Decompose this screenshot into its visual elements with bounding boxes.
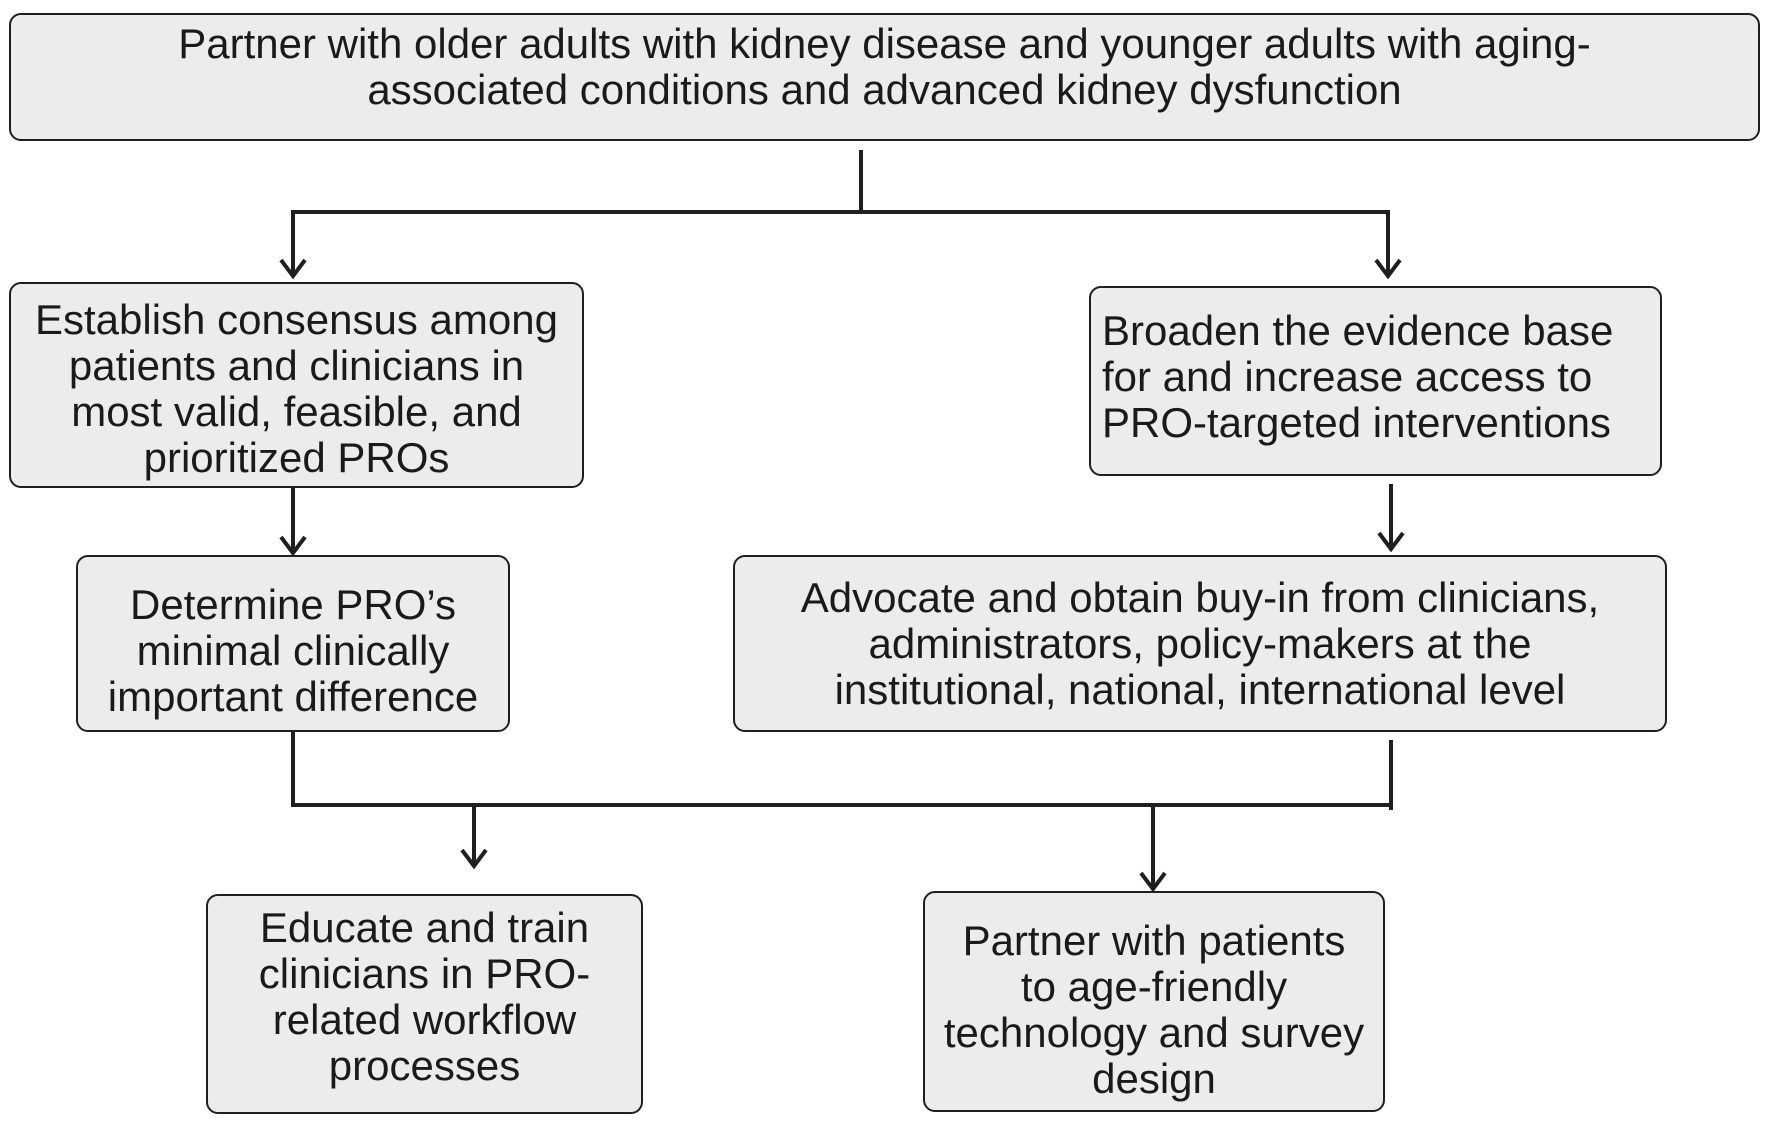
arrow-to-determine-head bbox=[279, 535, 307, 557]
educate-train-box: Educate and train clinicians in PRO- rel… bbox=[206, 894, 643, 1114]
box-text-line: Partner with older adults with kidney di… bbox=[178, 20, 1591, 67]
box-text-line: clinicians in PRO- bbox=[258, 950, 591, 997]
box-text-line: Broaden the evidence base bbox=[1102, 307, 1614, 354]
advocate-buy-in-box: Advocate and obtain buy-in from clinicia… bbox=[733, 555, 1667, 732]
box-text-line: Advocate and obtain buy-in from clinicia… bbox=[800, 573, 1600, 621]
box-text-line: related workflow bbox=[272, 996, 577, 1043]
arrow-to-broaden-head bbox=[1374, 258, 1402, 280]
arrow-to-educate-head bbox=[460, 848, 488, 870]
box-text-line: most valid, feasible, and bbox=[71, 388, 522, 435]
box-text-line: associated conditions and advanced kidne… bbox=[367, 66, 1402, 113]
box-text-line: for and increase access to bbox=[1102, 353, 1593, 400]
establish-consensus-box: Establish consensus among patients and c… bbox=[9, 282, 584, 488]
box-text-line: Educate and train bbox=[259, 904, 590, 951]
arrow-to-establish-head bbox=[279, 258, 307, 280]
box-text-line: Determine PRO’s bbox=[130, 580, 456, 628]
box-text-line: minimal clinically bbox=[136, 626, 450, 674]
partner-older-adults-box: Partner with older adults with kidney di… bbox=[9, 13, 1760, 141]
box-text-line: design bbox=[1092, 1054, 1216, 1102]
box-text-line: technology and survey bbox=[943, 1008, 1365, 1056]
box-text-line: processes bbox=[328, 1042, 521, 1089]
partner-with-patients-box: Partner with patients to age-friendly te… bbox=[923, 891, 1385, 1112]
box-text-line: to age-friendly bbox=[1020, 962, 1288, 1010]
box-text-line: PRO-targeted interventions bbox=[1102, 399, 1611, 446]
arrow-to-advocate-head bbox=[1377, 531, 1405, 553]
box-text-line: Partner with patients bbox=[962, 916, 1346, 964]
box-text-line: prioritized PROs bbox=[143, 434, 450, 481]
box-text-line: institutional, national, international l… bbox=[834, 665, 1566, 713]
box-text-line: administrators, policy-makers at the bbox=[868, 619, 1532, 667]
broaden-evidence-box: Broaden the evidence base for and increa… bbox=[1089, 286, 1662, 476]
arrow-to-partner-patients-head bbox=[1139, 871, 1167, 893]
box-text-line: patients and clinicians in bbox=[68, 342, 525, 389]
determine-mcid-box: Determine PRO’s minimal clinically impor… bbox=[76, 555, 510, 732]
box-text-line: important difference bbox=[107, 672, 479, 720]
box-text-line: Establish consensus among bbox=[35, 296, 558, 343]
